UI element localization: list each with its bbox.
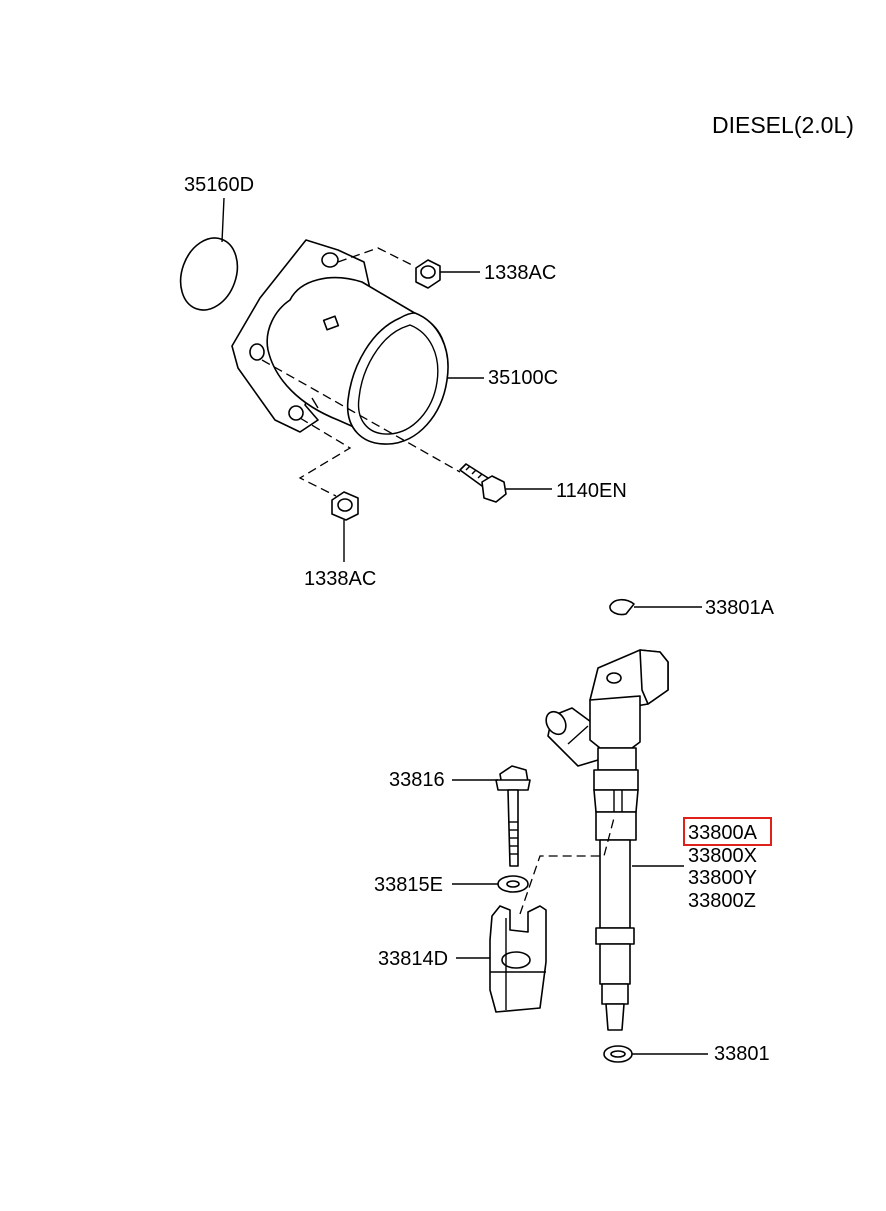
nut-1338ac-top[interactable] [415,259,441,289]
label-33801[interactable]: 33801 [714,1043,770,1065]
label-33800z[interactable]: 33800Z [688,890,756,912]
label-1338ac-top[interactable]: 1338AC [484,262,556,284]
label-1140en[interactable]: 1140EN [556,480,627,502]
label-33800y[interactable]: 33800Y [688,867,757,889]
nut-1338ac-bottom[interactable] [331,491,359,521]
clip-33801a[interactable] [609,598,635,616]
clamp-33814d[interactable] [489,905,547,1013]
bolt-1140en[interactable] [459,463,507,503]
label-1338ac-bottom[interactable]: 1338AC [304,568,376,590]
label-33800x[interactable]: 33800X [688,845,757,867]
washer-33815e[interactable] [497,875,529,893]
injector-33800[interactable] [542,649,669,1031]
engine-title: DIESEL(2.0L) [712,112,854,138]
label-33815e[interactable]: 33815E [374,874,443,896]
label-35160d[interactable]: 35160D [184,174,254,196]
pump-35100c[interactable] [231,239,449,445]
seal-33801[interactable] [603,1045,633,1063]
label-33814d[interactable]: 33814D [378,948,448,970]
highlight-box [683,817,772,846]
label-35100c[interactable]: 35100C [488,367,558,389]
label-33816[interactable]: 33816 [389,769,445,791]
o-ring-35160d[interactable] [171,230,247,318]
bolt-33816[interactable] [495,765,531,867]
label-33800a[interactable]: 33800A [688,822,758,844]
label-33801a[interactable]: 33801A [705,597,775,619]
